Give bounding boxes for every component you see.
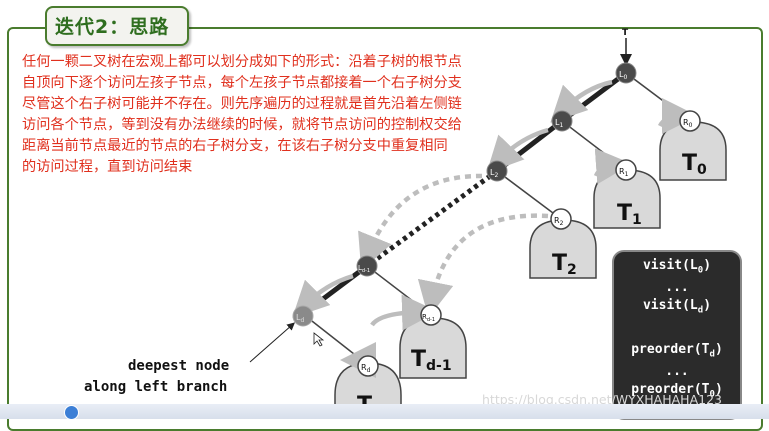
- watermark: https://blog.csdn.net/WYXHAHAHA123: [482, 392, 722, 407]
- return-arrow: [370, 294, 438, 331]
- right-edge: [496, 170, 562, 220]
- node-Rd-1: [420, 304, 442, 326]
- node-label: R1: [619, 167, 629, 178]
- description-line: 访问各个节点，等到没有办法继续的时候，就将节点访问的控制权交给: [22, 117, 462, 133]
- description-line: 距离当前节点最近的节点的右子树分支，在该右子树分支中重复相同: [22, 138, 448, 154]
- left-chain-edge-dotted: [365, 168, 499, 269]
- backtrack-arrow: [486, 127, 549, 174]
- code-box: visit(L0) ... visit(Ld) preorder(Td) ...…: [612, 250, 742, 420]
- backtrack-arrow: [550, 79, 613, 123]
- right-edge: [302, 313, 369, 366]
- node-Rd: [357, 355, 379, 377]
- deepest-node-pointer: [249, 322, 296, 363]
- cursor-icon: [313, 332, 325, 347]
- left-chain-edge: [301, 264, 369, 316]
- subtree-label: T1: [617, 201, 642, 228]
- title-tab: [45, 6, 189, 46]
- description-line: 的访问过程，直到访问结束: [22, 159, 193, 175]
- node-R0: [679, 110, 701, 132]
- backtrack-arrow: [292, 273, 354, 318]
- description-line: 自顶向下逐个访问左孩子节点，每个左孩子节点都接着一个右子树分支: [22, 75, 462, 91]
- page-title: 迭代2：思路: [55, 16, 170, 38]
- left-chain-edge: [560, 71, 628, 123]
- node-L1: [551, 110, 573, 132]
- node-L0: [615, 62, 637, 84]
- return-arrow: [657, 98, 698, 135]
- root-pointer-label: T: [622, 28, 629, 38]
- left-chain-edge: [495, 119, 564, 173]
- node-label: L0: [619, 70, 627, 81]
- dotted-return-arrow: [358, 173, 483, 271]
- node-label: Ld-1: [358, 264, 370, 274]
- deepest-node-label: deepest node along left branch: [84, 356, 229, 398]
- node-label: L2: [490, 168, 498, 179]
- code-line: preorder(Td): [631, 342, 723, 360]
- node-label: L1: [555, 118, 563, 129]
- node-R2: [550, 208, 572, 230]
- circle-icon[interactable]: [64, 405, 79, 420]
- description-line: 尽管这个右子树可能并不存在。则先序遍历的过程就是首先沿着左侧链: [22, 96, 462, 112]
- return-arrow: [593, 148, 632, 185]
- code-line: visit(Ld): [642, 298, 712, 316]
- code-line: visit(L0): [642, 258, 712, 276]
- description-text: 任何一颗二叉树在宏观上都可以划分成如下的形式：沿着子树的根节点 自顶向下逐个访问…: [22, 52, 522, 178]
- code-line: ...: [665, 364, 689, 379]
- node-label: Ld: [296, 313, 304, 324]
- bottom-toolbar: [0, 404, 769, 419]
- node-L2: [486, 160, 508, 182]
- node-label: R0: [683, 118, 693, 129]
- deepest-node-label-line: deepest node: [128, 358, 230, 374]
- node-label: Rd: [361, 363, 371, 374]
- node-R1: [615, 159, 637, 181]
- description-line: 任何一颗二叉树在宏观上都可以划分成如下的形式：沿着子树的根节点: [22, 54, 462, 70]
- node-Ld-1: [356, 255, 378, 277]
- node-label: Rd-1: [422, 313, 435, 323]
- right-edge: [366, 265, 432, 316]
- dotted-return-arrow: [417, 213, 549, 318]
- node-label: R2: [554, 216, 564, 227]
- right-edge: [561, 120, 627, 171]
- tree-diagram: T0 T1 T2 Td-1 Td T L0 L1 L2 Ld-1 Ld R0 R…: [249, 28, 727, 419]
- code-line: preorder(T0): [631, 382, 723, 400]
- deepest-node-label-line: along left branch: [84, 379, 228, 395]
- code-line: ...: [665, 280, 689, 295]
- right-edge: [625, 72, 691, 122]
- node-Ld: [292, 305, 314, 327]
